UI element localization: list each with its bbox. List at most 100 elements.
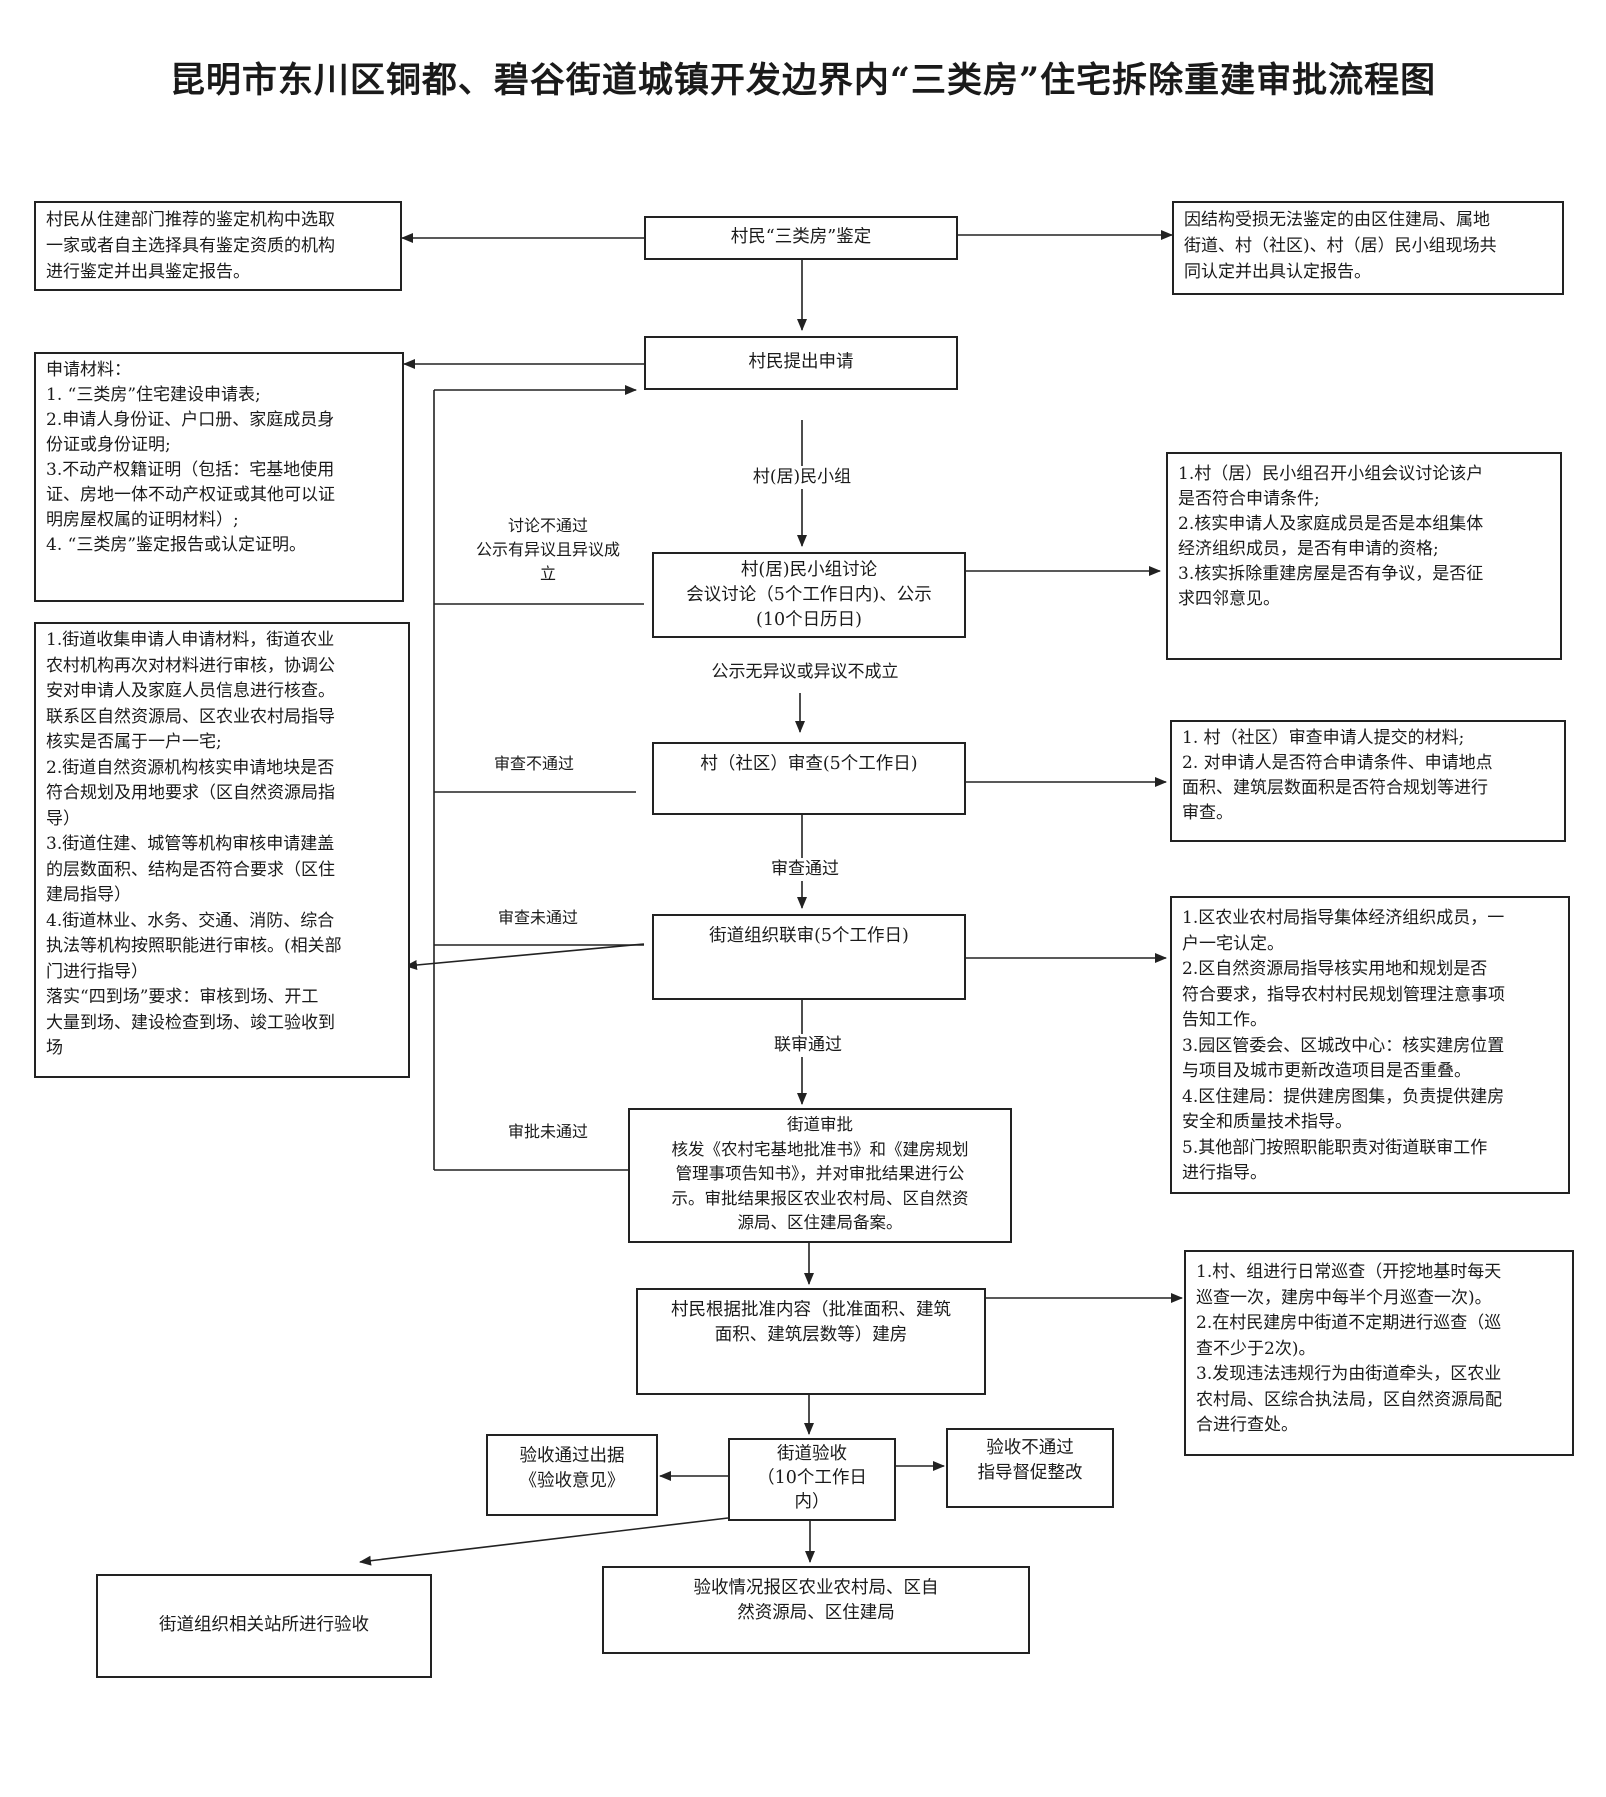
note-line: 2.在村民建房中街道不定期进行巡查（巡 (1196, 1313, 1502, 1333)
note-line: 3.核实拆除重建房屋是否有争议，是否征 (1178, 564, 1484, 584)
note-line: 农村机构再次对材料进行审核，协调公 (46, 655, 335, 676)
note-line: 街道、村（社区)、村（居）民小组现场共 (1184, 236, 1497, 256)
step-build: 村民根据批准内容（批准面积、建筑 面积、建筑层数等）建房 (636, 1288, 986, 1395)
page-title: 昆明市东川区铜都、碧谷街道城镇开发边界内“三类房”住宅拆除重建审批流程图 (169, 60, 1437, 101)
note-line: 符合规划及用地要求（区自然资源局指 (46, 783, 335, 803)
note-line: 符合要求，指导农村村民规划管理注意事项 (1182, 984, 1505, 1005)
note-line: 农村局、区综合执法局，区自然资源局配 (1196, 1389, 1502, 1410)
label-publicity-ok: 公示无异议或异议不成立 (660, 661, 950, 684)
note-line: 落实“四到场”要求：审核到场、开工 (46, 987, 319, 1007)
note-line: 告知工作。 (1182, 1010, 1267, 1030)
note-line: 1.村（居）民小组召开小组会议讨论该户 (1178, 464, 1484, 484)
arrow-s8-station (359, 1517, 729, 1566)
note-line: 4.区住建局：提供建房图集，负责提供建房 (1182, 1086, 1505, 1107)
note-inspection: 1.村、组进行日常巡查（开挖地基时每天 巡查一次，建房中每半个月巡查一次)。 2… (1184, 1250, 1574, 1456)
step-street-approval: 街道审批 核发《农村宅基地批准书》和《建房规划 管理事项告知书》，并对审批结果进… (628, 1108, 1012, 1243)
note-line: 求四邻意见。 (1178, 589, 1280, 609)
step-acceptance: 街道验收 （10个工作日 内） (728, 1438, 896, 1521)
note-line: 指导督促整改 (977, 1463, 1083, 1483)
note-line: 街道组织相关站所进行验收 (159, 1615, 369, 1635)
step-build-line: 面积、建筑层数等）建房 (714, 1325, 908, 1345)
note-line: 的层数面积、结构是否符合要求（区住 (46, 859, 335, 880)
note-village-checks: 1. 村（社区）审查申请人提交的材料; 2. 对申请人是否符合申请条件、申请地点… (1170, 720, 1566, 842)
label-review-passed: 审查通过 (730, 858, 880, 881)
note-line: 3.街道住建、城管等机构审核申请建盖 (46, 834, 335, 854)
note-line: 执法等机构按照职能进行审核。(相关部 (46, 936, 342, 956)
note-line: 验收不通过 (986, 1438, 1074, 1458)
note-line: 村民从住建部门推荐的鉴定机构中选取 (46, 210, 335, 230)
step-group-line: (10个日历日) (756, 610, 862, 630)
step-approval-line: 街道审批 (787, 1115, 853, 1134)
step-approval-line: 核发《农村宅基地批准书》和《建房规划 (671, 1139, 969, 1159)
step-village-text: 村（社区）审查(5个工作日) (700, 754, 918, 774)
note-application-materials: 申请材料： 1. “三类房”住宅建设申请表; 2.申请人身份证、户口册、家庭成员… (34, 352, 404, 602)
note-line: 1.街道收集申请人申请材料，街道农业 (46, 630, 335, 650)
step-application-text: 村民提出申请 (748, 352, 854, 372)
note-street-review-tasks: 1.街道收集申请人申请材料，街道农业 农村机构再次对材料进行审核，协调公 安对申… (34, 622, 410, 1078)
label-review-failed: 审查不通过 (493, 754, 574, 773)
label-village-group: 村(居)民小组 (700, 466, 904, 489)
label-discussion-failed: 讨论不通过 公示有异议且异议成 立 (450, 514, 646, 586)
note-line: 审查。 (1182, 803, 1233, 823)
note-department-guidance: 1.区农业农村局指导集体经济组织成员，一 户一宅认定。 2.区自然资源局指导核实… (1170, 896, 1570, 1194)
note-line: 合进行查处。 (1196, 1415, 1298, 1435)
note-line: 导） (46, 808, 80, 829)
note-line: 建局指导） (46, 885, 131, 905)
note-group-checks: 1.村（居）民小组召开小组会议讨论该户 是否符合申请条件; 2.核实申请人及家庭… (1166, 452, 1562, 660)
step-build-line: 村民根据批准内容（批准面积、建筑 (671, 1300, 951, 1320)
step-report-line: 验收情况报区农业农村局、区自 (693, 1578, 939, 1598)
note-line: 1.村、组进行日常巡查（开挖地基时每天 (1196, 1262, 1502, 1282)
step-acceptance-line: 内） (794, 1492, 830, 1512)
note-line: 4.街道林业、水务、交通、消防、综合 (46, 910, 335, 931)
note-line: 1.区农业农村局指导集体经济组织成员，一 (1182, 908, 1505, 928)
note-line: 户一宅认定。 (1182, 933, 1284, 954)
step-village-review: 村（社区）审查(5个工作日) (652, 742, 966, 815)
step-approval-line: 源局、区住建局备案。 (737, 1213, 903, 1232)
note-line: 同认定并出具认定报告。 (1184, 262, 1371, 282)
note-line: 联系区自然资源局、区农业农村局指导 (46, 706, 335, 727)
label-line: 立 (539, 564, 556, 583)
label-joint-failed: 审查未通过 (497, 908, 578, 927)
note-line: 2.申请人身份证、户口册、家庭成员身 (46, 410, 335, 430)
note-line: 4. “三类房”鉴定报告或认定证明。 (46, 535, 307, 555)
step-report-line: 然资源局、区住建局 (737, 1603, 895, 1623)
note-line: 3.不动产权籍证明（包括：宅基地使用 (46, 460, 335, 480)
step-group-line: 村(居)民小组讨论 (740, 560, 878, 580)
note-line: 巡查一次，建房中每半个月巡查一次)。 (1196, 1287, 1492, 1308)
note-acceptance-fail: 验收不通过 指导督促整改 (946, 1428, 1114, 1508)
note-line: 场 (46, 1038, 63, 1058)
note-line: 5.其他部门按照职能职责对街道联审工作 (1182, 1137, 1488, 1158)
note-line: 一家或者自主选择具有鉴定资质的机构 (46, 236, 335, 256)
step-appraisal-text: 村民“三类房”鉴定 (730, 227, 872, 247)
note-line: 《验收意见》 (519, 1471, 625, 1491)
arrow-s5-left (405, 943, 645, 970)
note-line: 门进行指导） (46, 961, 148, 982)
note-line: 明房屋权属的证明材料）; (46, 510, 239, 530)
note-station-acceptance: 街道组织相关站所进行验收 (96, 1574, 432, 1678)
label-joint-passed: 联审通过 (736, 1034, 880, 1057)
note-line: 3.园区管委会、区城改中心：核实建房位置 (1182, 1035, 1505, 1056)
note-line: 2.核实申请人及家庭成员是否是本组集体 (1178, 514, 1484, 534)
step-group-discussion: 村(居)民小组讨论 会议讨论（5个工作日内)、公示 (10个日历日) (652, 552, 966, 638)
note-line: 是否符合申请条件; (1178, 489, 1320, 509)
step-joint-review: 街道组织联审(5个工作日) (652, 914, 966, 1000)
step-acceptance-line: （10个工作日 (757, 1468, 867, 1488)
note-line: 大量到场、建设检查到场、竣工验收到 (46, 1012, 335, 1033)
step-report: 验收情况报区农业农村局、区自 然资源局、区住建局 (602, 1566, 1030, 1654)
label-approval-failed: 审批未通过 (507, 1122, 588, 1141)
note-line: 与项目及城市更新改造项目是否重叠。 (1182, 1061, 1471, 1081)
note-line: 查不少于2次)。 (1196, 1338, 1316, 1359)
note-line: 份证或身份证明; (46, 435, 171, 455)
note-appraisal-agency: 村民从住建部门推荐的鉴定机构中选取 一家或者自主选择具有鉴定资质的机构 进行鉴定… (34, 201, 402, 291)
note-line: 2.区自然资源局指导核实用地和规划是否 (1182, 959, 1488, 979)
note-joint-determination: 因结构受损无法鉴定的由区住建局、属地 街道、村（社区)、村（居）民小组现场共 同… (1172, 201, 1564, 295)
step-joint-text: 街道组织联审(5个工作日) (709, 926, 909, 946)
note-line: 安对申请人及家庭人员信息进行核查。 (46, 681, 335, 701)
note-line: 2.街道自然资源机构核实申请地块是否 (46, 757, 335, 778)
note-line: 进行鉴定并出具鉴定报告。 (46, 262, 250, 282)
note-line: 验收通过出据 (519, 1446, 625, 1466)
label-line: 讨论不通过 (507, 516, 588, 535)
note-line: 安全和质量技术指导。 (1182, 1112, 1352, 1132)
